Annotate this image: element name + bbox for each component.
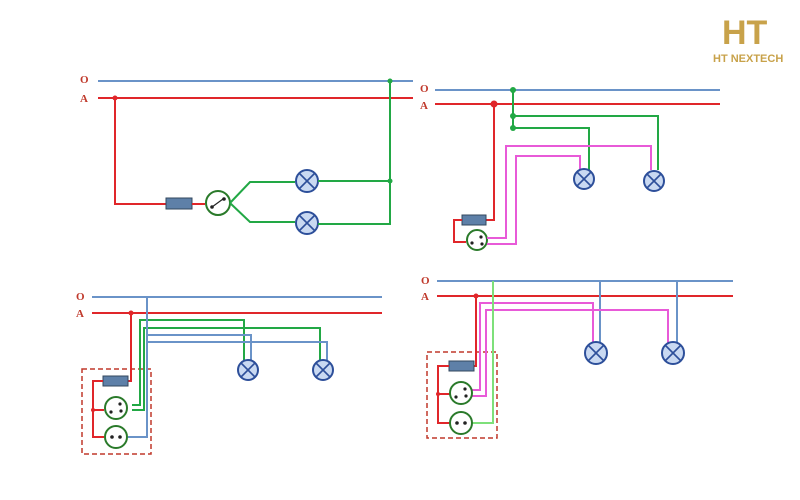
- junction-dot: [112, 95, 118, 101]
- ht-nextech-logo: HT HT NEXTECH: [713, 14, 783, 65]
- phase-drop-wire: [114, 98, 166, 205]
- switch-to-lamp2-wire: [229, 202, 295, 223]
- neutral-label: O: [80, 74, 89, 86]
- switch-leg-to-lamp1-wire: [472, 302, 594, 391]
- fuse: [461, 214, 487, 226]
- lamp-icon: [573, 168, 595, 190]
- lamp2-return-wire: [318, 81, 391, 225]
- double-switch: [104, 396, 128, 420]
- phase-to-socket-wire: [92, 410, 104, 438]
- switch-leg-to-lamp1-wire: [132, 319, 245, 406]
- switch-leg-to-lamp2-wire: [487, 145, 652, 239]
- lamp-icon: [584, 341, 608, 365]
- neutral-to-socket-wire: [128, 297, 148, 438]
- junction-dot: [510, 113, 516, 119]
- logo-name: HT NEXTECH: [713, 53, 783, 65]
- junction-dot: [128, 310, 134, 316]
- neutral-to-lamp2-wire: [513, 115, 659, 170]
- neutral-label: O: [421, 275, 430, 287]
- switch: [205, 190, 231, 216]
- phase-label: A: [421, 291, 429, 303]
- phase-label: A: [420, 100, 428, 112]
- neutral-to-lamp2-wire: [147, 341, 328, 360]
- neutral-to-socket-wire: [472, 281, 494, 424]
- lamp-icon: [643, 170, 665, 192]
- double-switch: [449, 381, 473, 405]
- neutral-to-lamp1-wire: [513, 127, 590, 170]
- fuse: [102, 375, 129, 387]
- phase-to-socket-wire: [437, 394, 450, 424]
- socket: [104, 425, 128, 449]
- junction-dot: [387, 78, 393, 84]
- lamp-icon: [295, 169, 319, 193]
- switch-panel-box: [81, 368, 152, 455]
- logo-mark: HT: [722, 14, 768, 52]
- switch-leg-to-lamp1-wire: [487, 155, 581, 245]
- fuse-to-switch-wire: [92, 380, 104, 411]
- phase-label: A: [76, 308, 84, 320]
- junction-dot: [510, 87, 516, 93]
- junction-dot: [436, 392, 440, 396]
- neutral-label: O: [420, 83, 429, 95]
- diagram-bottom-left: O A: [76, 291, 382, 455]
- junction-dot: [387, 178, 393, 184]
- fuse: [165, 197, 193, 210]
- switch-leg-to-lamp2-wire: [472, 309, 669, 397]
- diagram-top-left: O A: [80, 74, 413, 235]
- phase-drop-wire: [474, 296, 477, 367]
- lamp-icon: [661, 341, 685, 365]
- diagram-top-right: O A: [420, 83, 720, 251]
- switch-panel-box: [426, 351, 498, 439]
- lamp-icon: [295, 211, 319, 235]
- fuse: [448, 360, 475, 372]
- junction-dot: [91, 408, 95, 412]
- lamp-icon: [312, 359, 334, 381]
- neutral-label: O: [76, 291, 85, 303]
- socket: [449, 411, 473, 435]
- neutral-to-lamp1-wire: [147, 334, 252, 360]
- junction-dot: [510, 125, 516, 131]
- phase-drop-wire: [128, 313, 132, 382]
- switch-to-lamp1-wire: [229, 181, 295, 204]
- phase-drop-wire: [486, 104, 495, 221]
- fuse-to-switch-wire: [437, 365, 450, 395]
- switch-leg-to-lamp2-wire: [132, 327, 321, 411]
- fuse-to-switch-wire: [453, 219, 466, 243]
- junction-dot: [473, 293, 479, 299]
- junction-dot: [490, 100, 498, 108]
- double-switch: [466, 229, 488, 251]
- phase-label: A: [80, 93, 88, 105]
- lamp-icon: [237, 359, 259, 381]
- diagram-bottom-right: O A: [421, 275, 733, 439]
